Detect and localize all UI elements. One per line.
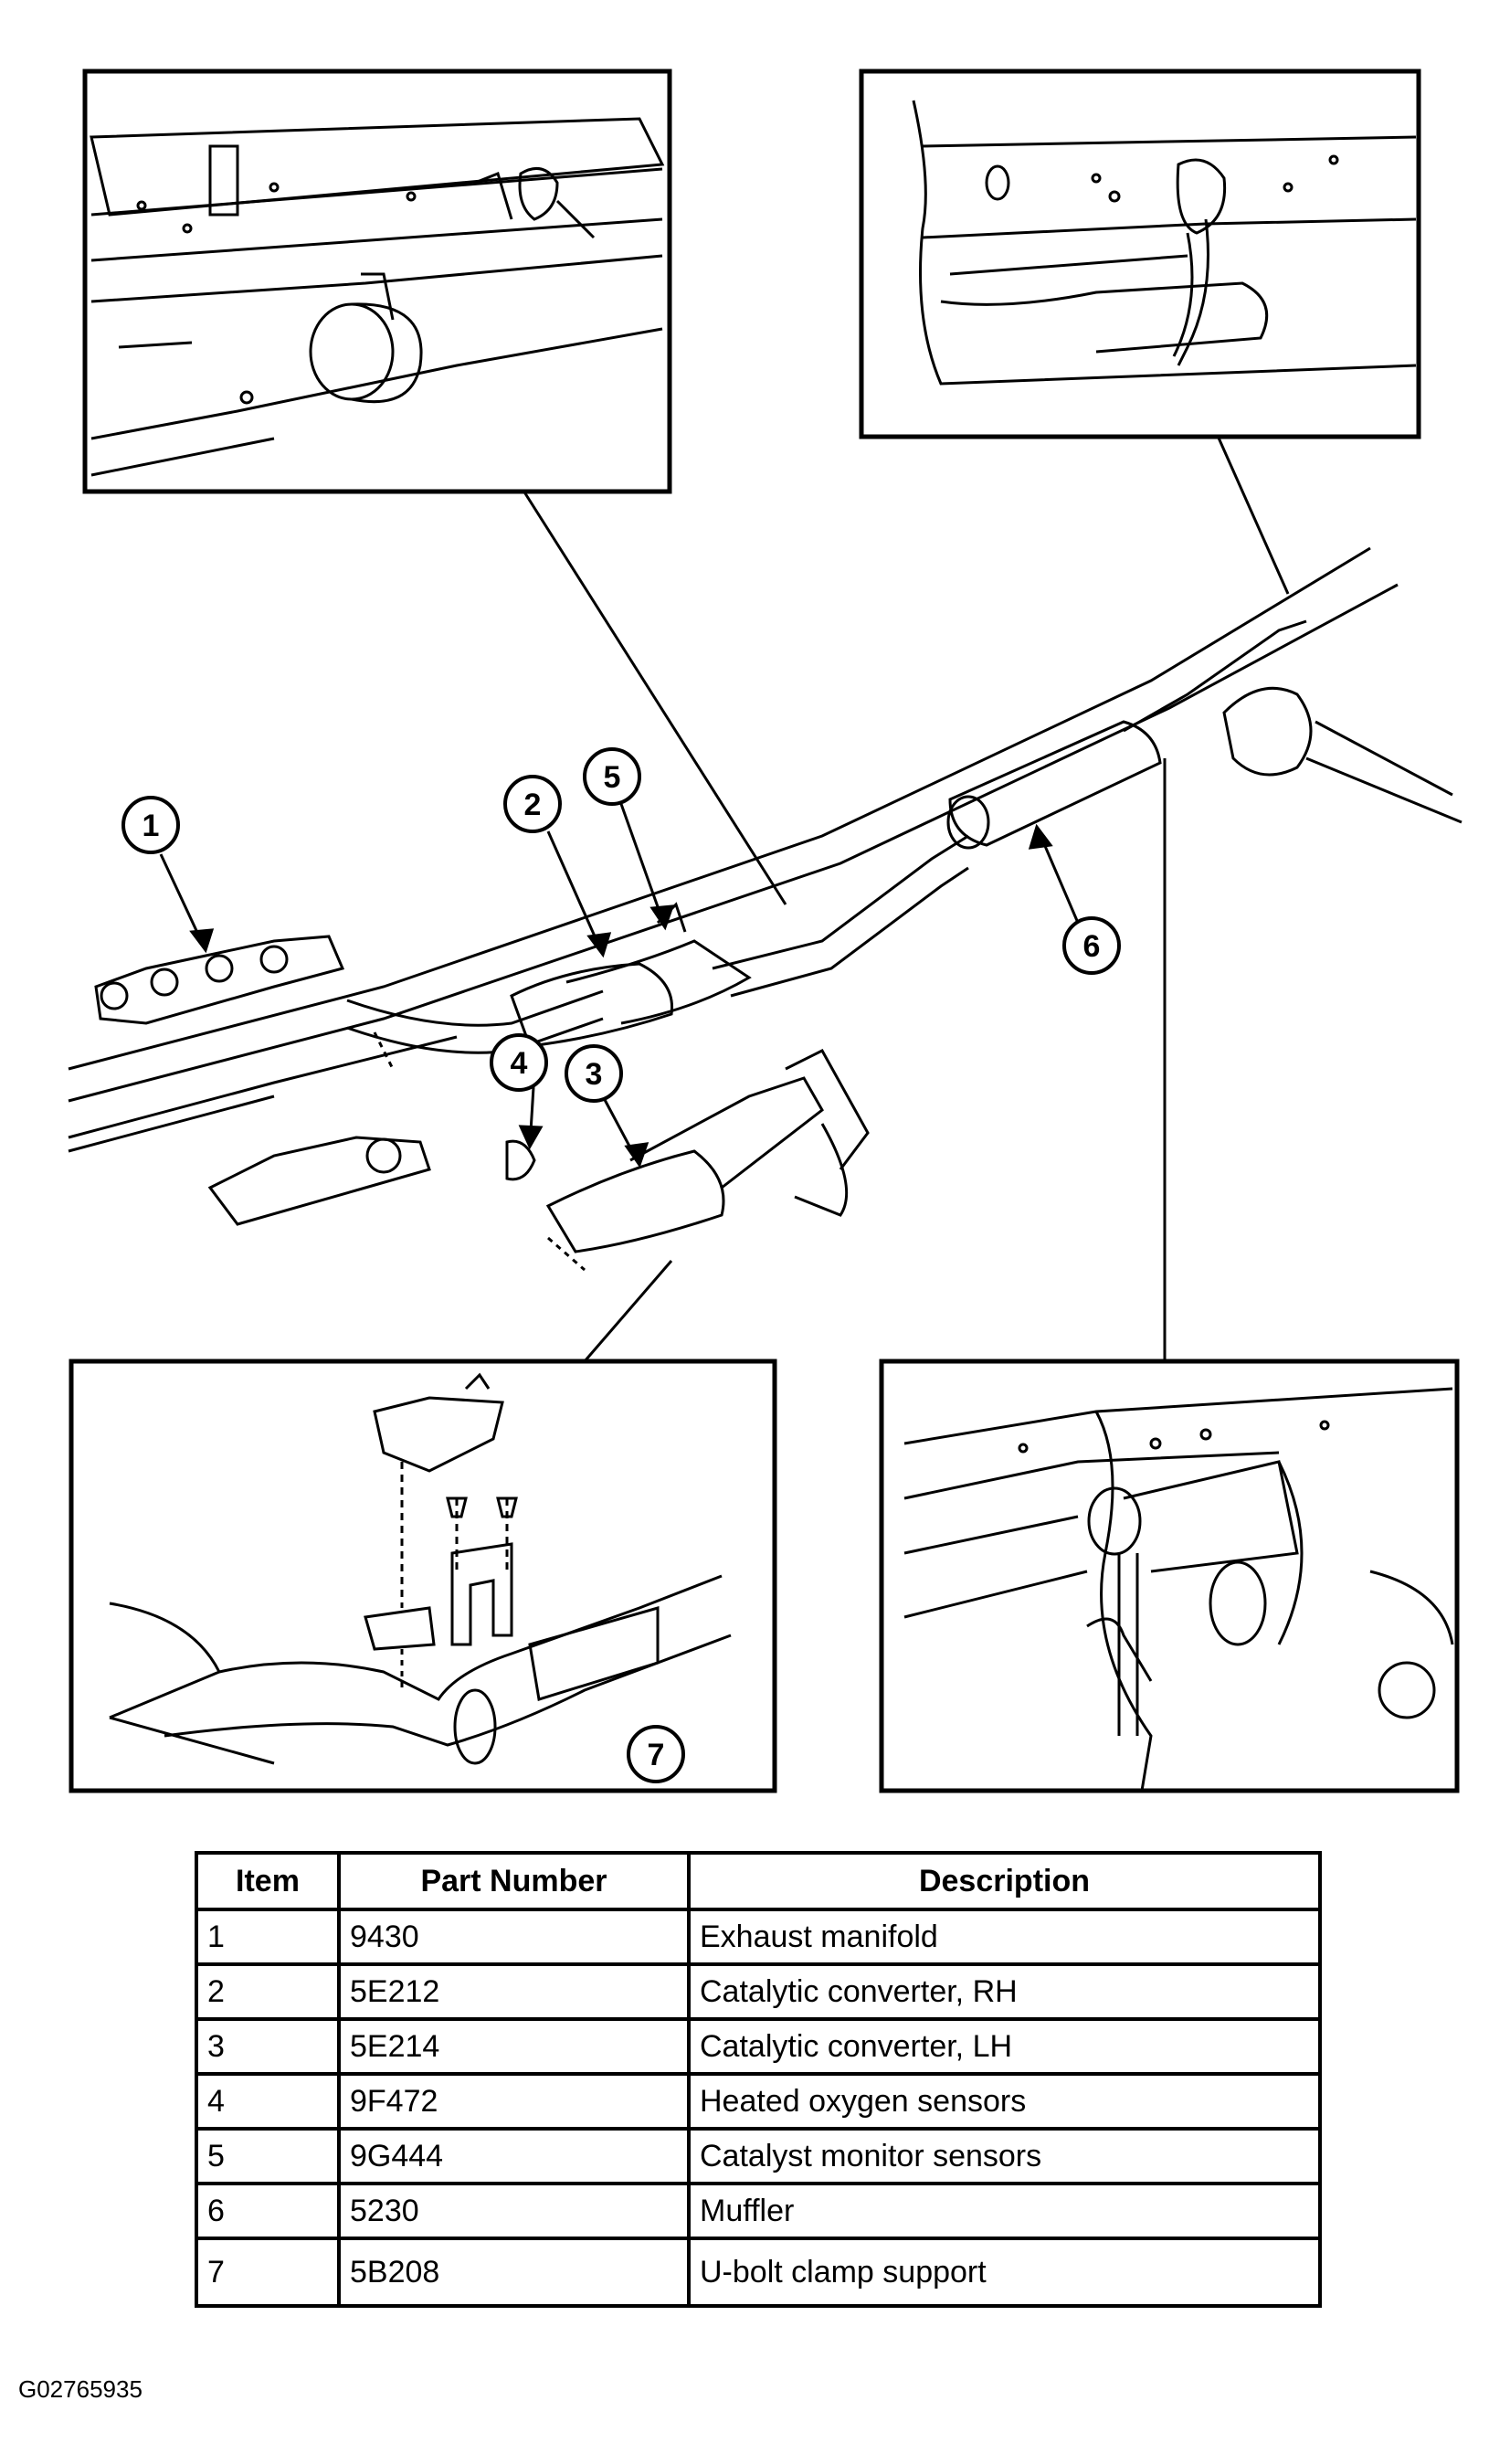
- header-description: Description: [687, 1851, 1322, 1911]
- callout-6: 6: [1062, 916, 1121, 975]
- cell-part-number: 9430: [337, 1908, 691, 1966]
- figure-id: G02765935: [18, 2375, 143, 2403]
- callout-5: 5: [583, 747, 641, 806]
- detail-view-bottom-right: [879, 1359, 1460, 1793]
- cell-description: U-bolt clamp support: [687, 2237, 1322, 2308]
- cell-part-number: 9F472: [337, 2072, 691, 2131]
- cell-item: 7: [195, 2237, 341, 2308]
- cell-description: Muffler: [687, 2182, 1322, 2240]
- cell-description: Catalytic converter, RH: [687, 1962, 1322, 2021]
- table-row: 5 9G444 Catalyst monitor sensors: [195, 2127, 1322, 2185]
- cell-part-number: 5230: [337, 2182, 691, 2240]
- cell-description: Catalyst monitor sensors: [687, 2127, 1322, 2185]
- callout-4: 4: [490, 1033, 548, 1092]
- table-row: 4 9F472 Heated oxygen sensors: [195, 2072, 1322, 2131]
- svg-text:3: 3: [586, 1057, 603, 1092]
- svg-text:7: 7: [648, 1738, 665, 1772]
- detail-view-top-right: [859, 69, 1421, 439]
- table-row: 1 9430 Exhaust manifold: [195, 1908, 1322, 1966]
- detail-view-bottom-left: 7: [69, 1359, 777, 1793]
- detail-view-top-left: [82, 69, 672, 494]
- cell-item: 5: [195, 2127, 341, 2185]
- cell-item: 2: [195, 1962, 341, 2021]
- main-exhaust-drawing: [68, 546, 1462, 1272]
- cell-item: 3: [195, 2017, 341, 2076]
- cell-description: Exhaust manifold: [687, 1908, 1322, 1966]
- cell-part-number: 5E214: [337, 2017, 691, 2076]
- cell-description: Heated oxygen sensors: [687, 2072, 1322, 2131]
- header-item: Item: [195, 1851, 341, 1911]
- svg-text:2: 2: [524, 788, 542, 822]
- table-header-row: Item Part Number Description: [195, 1851, 1322, 1911]
- cell-part-number: 5B208: [337, 2237, 691, 2308]
- svg-text:1: 1: [143, 809, 160, 843]
- leader-lines: [522, 435, 1290, 1362]
- callout-1: 1: [121, 796, 180, 854]
- header-part-number: Part Number: [337, 1851, 691, 1911]
- table-row: 7 5B208 U-bolt clamp support: [195, 2237, 1322, 2308]
- callout-3: 3: [565, 1044, 623, 1103]
- callouts: 1 2 3 4 5 6: [121, 747, 1121, 1103]
- cell-description: Catalytic converter, LH: [687, 2017, 1322, 2076]
- cell-item: 4: [195, 2072, 341, 2131]
- table-row: 6 5230 Muffler: [195, 2182, 1322, 2240]
- table-row: 2 5E212 Catalytic converter, RH: [195, 1962, 1322, 2021]
- svg-text:4: 4: [511, 1046, 528, 1081]
- callout-2: 2: [503, 775, 562, 833]
- cell-part-number: 9G444: [337, 2127, 691, 2185]
- cell-part-number: 5E212: [337, 1962, 691, 2021]
- table-row: 3 5E214 Catalytic converter, LH: [195, 2017, 1322, 2076]
- svg-text:5: 5: [604, 760, 621, 795]
- cell-item: 6: [195, 2182, 341, 2240]
- parts-table: Item Part Number Description 1 9430 Exha…: [195, 1851, 1322, 2308]
- cell-item: 1: [195, 1908, 341, 1966]
- svg-text:6: 6: [1083, 929, 1101, 964]
- callout-7: 7: [627, 1725, 685, 1783]
